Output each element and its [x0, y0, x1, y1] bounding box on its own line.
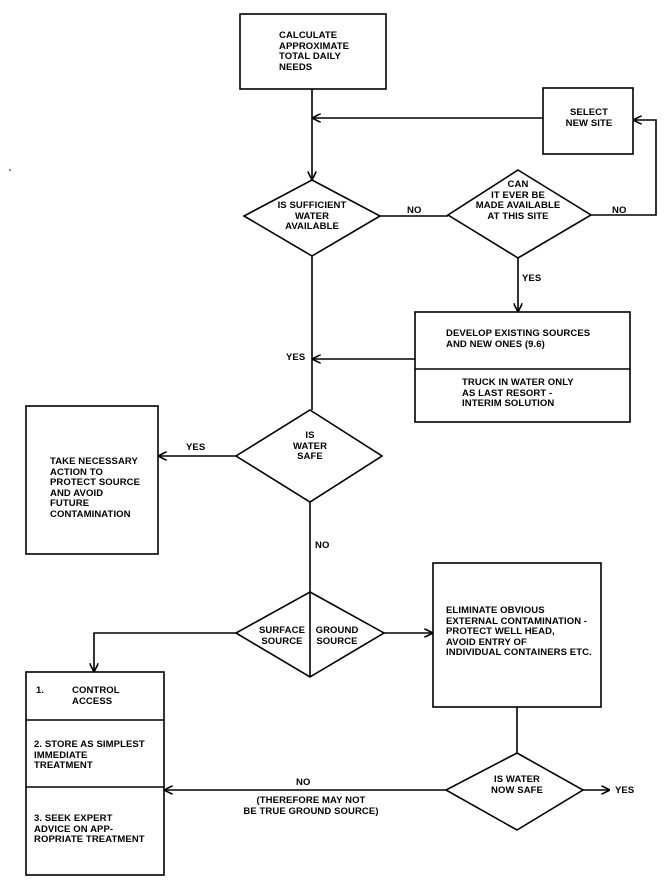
- take-action-box: [25, 405, 159, 555]
- store-text: 2. STORE AS SIMPLEST IMMEDIATE TREATMENT: [34, 739, 145, 771]
- control-number: 1.: [36, 685, 45, 696]
- surface-text: SURFACE SOURCE: [258, 625, 306, 647]
- eliminate-text: ELIMINATE OBVIOUS EXTERNAL CONTAMINATION…: [446, 605, 592, 658]
- label-no-now-note: (THEREFORE MAY NOT BE TRUE GROUND SOURCE…: [243, 795, 379, 817]
- label-no-now: NO: [296, 777, 311, 788]
- control-text: CONTROL ACCESS: [72, 685, 120, 707]
- sufficient-text: IS SUFFICIENT WATER AVAILABLE: [277, 200, 347, 232]
- label-no-sufficient: NO: [407, 205, 422, 216]
- label-no-can: NO: [612, 205, 627, 216]
- surface-to-actions: [94, 632, 236, 672]
- develop-box: [414, 311, 631, 423]
- ground-text: GROUND SOURCE: [315, 625, 359, 647]
- now-safe-diamond: [444, 752, 585, 831]
- select-site-text: SELECT NEW SITE: [565, 107, 613, 129]
- take-action-text: TAKE NECESSARY ACTION TO PROTECT SOURCE …: [50, 456, 141, 520]
- can-no-to-select-site: [591, 120, 657, 216]
- scan-dot: [9, 169, 11, 171]
- seek-text: 3. SEEK EXPERT ADVICE ON APP- ROPRIATE T…: [34, 813, 145, 845]
- label-yes-develop: YES: [286, 352, 306, 363]
- label-yes-now: YES: [615, 785, 635, 796]
- develop-text: DEVELOP EXISTING SOURCES AND NEW ONES (9…: [446, 328, 591, 350]
- actions-box: [25, 671, 165, 876]
- label-no-safe: NO: [315, 540, 330, 551]
- is-safe-text: IS WATER SAFE: [292, 430, 328, 462]
- calc-text: CALCULATE APPROXIMATE TOTAL DAILY NEEDS: [279, 30, 350, 73]
- now-safe-text: IS WATER NOW SAFE: [491, 774, 543, 796]
- label-yes-safe: YES: [186, 442, 206, 453]
- label-yes-can: YES: [522, 273, 542, 284]
- can-ever-text: CAN IT EVER BE MADE AVAILABLE AT THIS SI…: [475, 179, 561, 222]
- truck-text: TRUCK IN WATER ONLY AS LAST RESORT - INT…: [462, 377, 574, 409]
- calc-box: [239, 13, 387, 90]
